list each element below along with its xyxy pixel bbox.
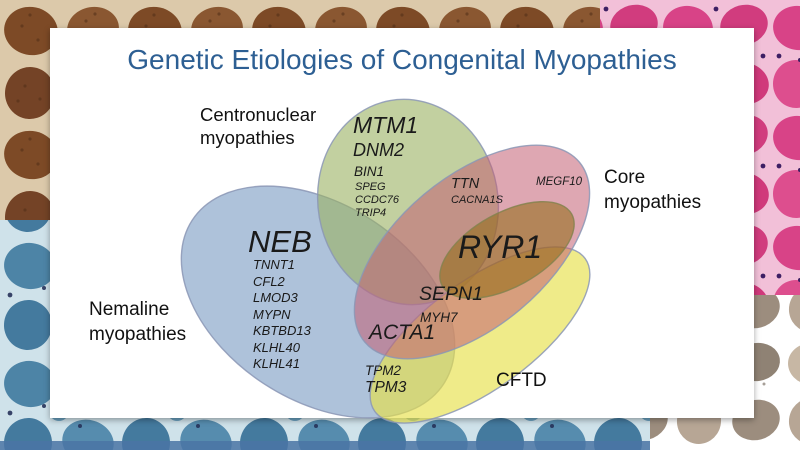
gene-label-dnm2: DNM2 bbox=[353, 140, 405, 160]
category-label-nemaline: Nemaline myopathies bbox=[89, 297, 186, 347]
gene-label-megf10: MEGF10 bbox=[536, 176, 583, 188]
centronuclear-label-line1: Centronuclear bbox=[200, 104, 317, 125]
gene-label-ccdc76: CCDC76 bbox=[355, 194, 400, 206]
gene-label-tnnt1: TNNT1 bbox=[253, 257, 295, 272]
gene-label-myh7: MYH7 bbox=[420, 310, 458, 325]
gene-label-acta1: ACTA1 bbox=[369, 321, 436, 344]
category-label-core: Core myopathies bbox=[604, 165, 701, 215]
gene-label-speg: SPEG bbox=[355, 181, 386, 193]
centronuclear-label-line2: myopathies bbox=[200, 127, 295, 148]
gene-label-ttn: TTN bbox=[451, 176, 480, 192]
gene-label-tpm2: TPM2 bbox=[365, 363, 402, 378]
core-label-line2: myopathies bbox=[604, 192, 702, 213]
gene-label-kbtbd13: KBTBD13 bbox=[253, 323, 311, 338]
nemaline-gene-list: TNNT1 CFL2 LMOD3 MYPN KBTBD13 KLHL40 KLH… bbox=[253, 257, 311, 373]
category-label-cftd: CFTD bbox=[496, 370, 547, 391]
gene-label-cfl2: CFL2 bbox=[253, 273, 285, 289]
nemaline-label-line2: myopathies bbox=[89, 324, 187, 345]
gene-label-sepn1: SEPN1 bbox=[419, 283, 483, 305]
page-title: Genetic Etiologies of Congenital Myopath… bbox=[127, 44, 677, 75]
gene-label-klhl40: KLHL40 bbox=[253, 339, 300, 355]
gene-label-bin1: BIN1 bbox=[354, 164, 385, 179]
gene-label-ryr1: RYR1 bbox=[458, 229, 543, 265]
core-label-line1: Core bbox=[604, 167, 646, 188]
gene-label-neb: NEB bbox=[248, 224, 312, 259]
gene-label-trip4: TRIP4 bbox=[355, 207, 387, 219]
gene-label-cacna1s: CACNA1S bbox=[451, 194, 503, 206]
gene-label-lmod3: LMOD3 bbox=[253, 290, 298, 305]
gene-label-mtm1: MTM1 bbox=[353, 112, 419, 138]
gene-label-mypn: MYPN bbox=[253, 306, 291, 322]
histology-bottom-band bbox=[0, 441, 650, 450]
nemaline-label-line1: Nemaline bbox=[89, 299, 170, 320]
gene-label-tpm3: TPM3 bbox=[365, 379, 407, 396]
gene-label-klhl41: KLHL41 bbox=[253, 356, 300, 371]
category-label-centronuclear: Centronuclear myopathies bbox=[200, 103, 316, 149]
